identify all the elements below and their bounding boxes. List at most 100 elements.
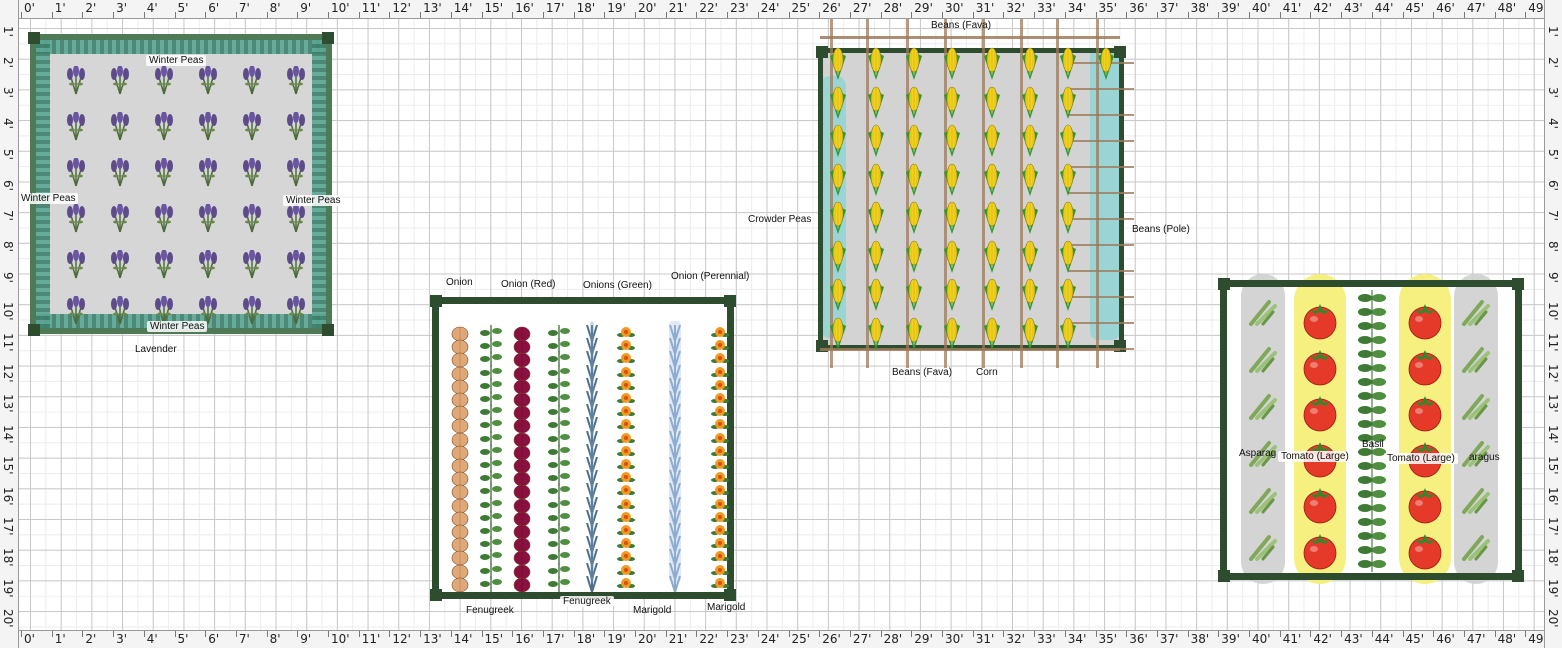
basil-plant[interactable] [1358, 346, 1386, 362]
marigold-plant[interactable] [617, 536, 639, 552]
asparagus-plant[interactable] [1460, 439, 1492, 467]
lavender-plant[interactable] [108, 249, 132, 280]
basil-plant[interactable] [1358, 360, 1386, 376]
marigold-plant[interactable] [617, 404, 639, 420]
corn-plant[interactable] [1058, 316, 1078, 352]
corn-plant[interactable] [1020, 239, 1040, 275]
marigold-plant[interactable] [617, 325, 639, 341]
corn-plant[interactable] [904, 162, 924, 198]
basil-plant[interactable] [1358, 374, 1386, 390]
corn-plant[interactable] [942, 277, 962, 313]
corn-plant[interactable] [828, 277, 848, 313]
lavender-plant[interactable] [152, 65, 176, 96]
lavender-plant[interactable] [196, 249, 220, 280]
basil-plant[interactable] [1358, 500, 1386, 516]
marigold-plant[interactable] [617, 497, 639, 513]
corn-plant[interactable] [982, 277, 1002, 313]
lavender-plant[interactable] [64, 249, 88, 280]
corn-plant[interactable] [1020, 200, 1040, 236]
basil-plant[interactable] [1358, 472, 1386, 488]
lavender-plant[interactable] [64, 295, 88, 326]
marigold-plant[interactable] [711, 431, 733, 447]
lavender-plant[interactable] [108, 65, 132, 96]
marigold-plant[interactable] [711, 549, 733, 565]
lavender-plant[interactable] [64, 65, 88, 96]
tomato-plant[interactable] [1301, 484, 1339, 524]
onion-plant[interactable] [451, 497, 473, 513]
bed-frame[interactable] [1220, 280, 1522, 580]
trellis-crossbar[interactable] [1068, 140, 1134, 142]
asparagus-plant[interactable] [1247, 486, 1279, 514]
marigold-plant[interactable] [617, 510, 639, 526]
tomato-plant[interactable] [1406, 530, 1444, 570]
asparagus-plant[interactable] [1247, 439, 1279, 467]
tomato-plant[interactable] [1301, 392, 1339, 432]
corn-plant[interactable] [866, 85, 886, 121]
basil-plant[interactable] [1358, 514, 1386, 530]
corn-plant[interactable] [904, 239, 924, 275]
fenugreek-plant[interactable] [480, 457, 502, 473]
onion-red-plant[interactable] [513, 549, 535, 566]
tomato-plant[interactable] [1301, 346, 1339, 386]
fenugreek-plant[interactable] [548, 430, 570, 447]
marigold-plant[interactable] [711, 523, 733, 539]
marigold-plant[interactable] [617, 417, 639, 433]
trellis-crossbar[interactable] [1068, 322, 1134, 324]
asparagus-plant[interactable] [1460, 486, 1492, 514]
lavender-plant[interactable] [64, 111, 88, 142]
corn-plant[interactable] [1020, 46, 1040, 82]
marigold-plant[interactable] [711, 470, 733, 486]
lavender-plant[interactable] [152, 203, 176, 234]
lavender-plant[interactable] [196, 203, 220, 234]
trellis-stake[interactable] [944, 18, 947, 368]
garden-bed-corn[interactable] [816, 18, 1134, 368]
onion-red-plant[interactable] [513, 325, 535, 342]
corn-plant[interactable] [904, 200, 924, 236]
asparagus-plant[interactable] [1247, 298, 1279, 326]
lavender-plant[interactable] [240, 157, 264, 188]
fenugreek-plant[interactable] [480, 575, 502, 592]
corn-plant[interactable] [866, 123, 886, 159]
marigold-plant[interactable] [711, 444, 733, 460]
marigold-plant[interactable] [711, 351, 733, 367]
asparagus-plant[interactable] [1247, 533, 1279, 561]
fenugreek-plant[interactable] [480, 351, 502, 368]
fenugreek-plant[interactable] [480, 443, 502, 460]
corn-plant[interactable] [866, 239, 886, 275]
corn-plant[interactable] [828, 85, 848, 121]
fenugreek-plant[interactable] [548, 536, 570, 553]
corn-plant[interactable] [1058, 123, 1078, 159]
marigold-plant[interactable] [711, 576, 733, 592]
trellis-crossbar[interactable] [820, 348, 1120, 351]
basil-plant[interactable] [1358, 458, 1386, 474]
trellis-crossbar[interactable] [1068, 244, 1134, 246]
corn-plant[interactable] [982, 162, 1002, 198]
onion-plant[interactable] [451, 523, 473, 540]
corn-plant[interactable] [1020, 123, 1040, 159]
garden-bed-lavender[interactable] [28, 32, 334, 336]
lavender-plant[interactable] [284, 203, 308, 234]
row-highlight[interactable] [669, 321, 681, 583]
marigold-plant[interactable] [617, 391, 639, 407]
onion-red-plant[interactable] [513, 404, 535, 421]
corn-plant[interactable] [828, 162, 848, 198]
lavender-plant[interactable] [108, 111, 132, 142]
lavender-plant[interactable] [240, 249, 264, 280]
asparagus-row-highlight[interactable] [1241, 274, 1285, 584]
onion-red-plant[interactable] [513, 576, 535, 593]
tomato-plant[interactable] [1301, 300, 1339, 340]
fenugreek-plant[interactable] [480, 364, 502, 381]
fenugreek-plant[interactable] [480, 377, 502, 394]
onion-perennial-plant[interactable] [666, 575, 688, 593]
beans-pole-strip[interactable] [1090, 48, 1120, 340]
asparagus-plant[interactable] [1247, 345, 1279, 373]
lavender-plant[interactable] [108, 203, 132, 234]
marigold-plant[interactable] [617, 338, 639, 354]
corn-plant[interactable] [942, 200, 962, 236]
corn-plant[interactable] [982, 200, 1002, 236]
onion-plant[interactable] [451, 549, 473, 566]
onions-green-plant[interactable] [583, 575, 605, 593]
lavender-plant[interactable] [284, 65, 308, 96]
corn-plant[interactable] [904, 46, 924, 82]
asparagus-plant[interactable] [1460, 298, 1492, 326]
